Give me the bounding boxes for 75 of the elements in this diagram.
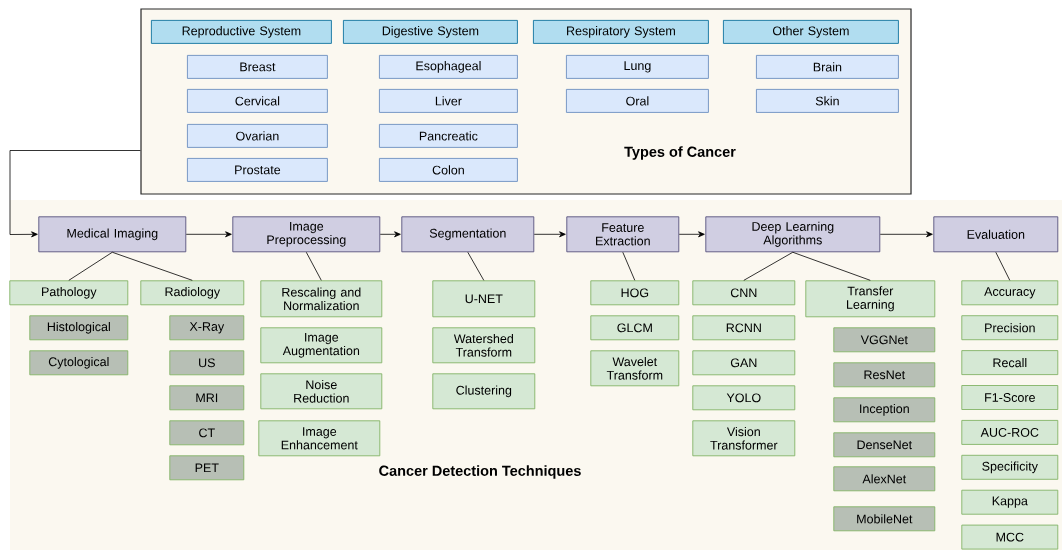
technique-box: Noise Reduction — [260, 373, 383, 410]
connector-line — [68, 251, 113, 281]
technique-box: Vision Transformer — [692, 420, 796, 457]
connector-line — [792, 251, 871, 281]
method-box: Histological — [29, 315, 129, 341]
arrow — [879, 231, 933, 238]
technique-box: Wavelet Transform — [590, 350, 680, 387]
technique-box: CNN — [692, 280, 796, 306]
connector-line — [622, 251, 636, 281]
technique-box: RCNN — [692, 315, 796, 341]
connector-line — [467, 251, 485, 281]
process-box: Segmentation — [401, 216, 535, 253]
process-box: Feature Extraction — [566, 216, 680, 253]
system-header-box: Respiratory System — [532, 19, 709, 44]
technique-box: Specificity — [961, 454, 1059, 480]
technique-box: Radiology — [140, 280, 245, 306]
technique-box: F1-Score — [961, 385, 1059, 410]
technique-box: U-NET — [432, 280, 536, 318]
cancer-type-box: Ovarian — [186, 123, 328, 148]
technique-box: Rescaling and Normalization — [260, 280, 383, 318]
technique-box: MCC — [961, 524, 1059, 550]
connector-line — [111, 251, 193, 281]
cancer-type-box: Skin — [755, 88, 899, 113]
connector-line — [743, 251, 794, 281]
process-box: Deep Learning Algorithms — [705, 216, 881, 253]
cancer-type-box: Brain — [755, 54, 899, 79]
cancer-type-box: Prostate — [186, 157, 328, 182]
process-box: Image Preprocessing — [232, 216, 381, 253]
cancer-type-box: Lung — [565, 54, 709, 79]
system-header-box: Other System — [722, 19, 899, 44]
technique-box: Pathology — [9, 280, 129, 306]
process-box: Medical Imaging — [38, 216, 187, 253]
cancer-type-box: Pancreatic — [378, 123, 518, 148]
method-box: Cytological — [29, 350, 129, 376]
cancer-type-box: Cervical — [186, 88, 328, 113]
method-box: US — [169, 350, 245, 376]
cancer-type-box: Oral — [565, 88, 709, 113]
technique-box: Kappa — [961, 489, 1059, 515]
method-box: PET — [169, 455, 245, 481]
method-box: CT — [169, 420, 245, 446]
system-header-box: Reproductive System — [150, 19, 332, 44]
technique-box: Watershed Transform — [432, 327, 536, 364]
method-box: MRI — [169, 385, 245, 411]
technique-box: Precision — [961, 315, 1059, 341]
method-box: MobileNet — [833, 506, 936, 532]
connector-line — [995, 251, 1011, 281]
technique-box: AUC-ROC — [961, 419, 1059, 445]
technique-box: Transfer Learning — [805, 280, 936, 318]
cancer-type-box: Esophageal — [378, 54, 518, 79]
process-box: Evaluation — [933, 216, 1059, 253]
cancer-type-box: Liver — [378, 88, 518, 113]
technique-box: Clustering — [432, 373, 536, 410]
technique-box: GLCM — [590, 315, 680, 341]
method-box: X-Ray — [169, 315, 245, 341]
system-header-box: Digestive System — [342, 19, 518, 44]
method-box: ResNet — [833, 362, 936, 388]
technique-box: Image Enhancement — [258, 420, 381, 457]
method-box: DenseNet — [833, 432, 936, 458]
arrow — [379, 231, 401, 238]
technique-box: HOG — [590, 280, 680, 306]
technique-box: Recall — [961, 350, 1059, 376]
method-box: VGGNet — [833, 327, 936, 353]
connector-line — [305, 251, 322, 281]
technique-box: YOLO — [692, 385, 796, 411]
arrow — [678, 231, 705, 238]
technique-box: GAN — [692, 350, 796, 376]
technique-box: Image Augmentation — [260, 327, 383, 364]
arrow — [533, 231, 566, 238]
cancer-type-box: Breast — [186, 54, 328, 79]
method-box: AlexNet — [833, 466, 936, 492]
method-box: Inception — [833, 397, 936, 423]
cancer-type-box: Colon — [378, 157, 518, 182]
technique-box: Accuracy — [961, 280, 1059, 306]
arrow — [185, 231, 232, 238]
arrow — [9, 150, 141, 238]
